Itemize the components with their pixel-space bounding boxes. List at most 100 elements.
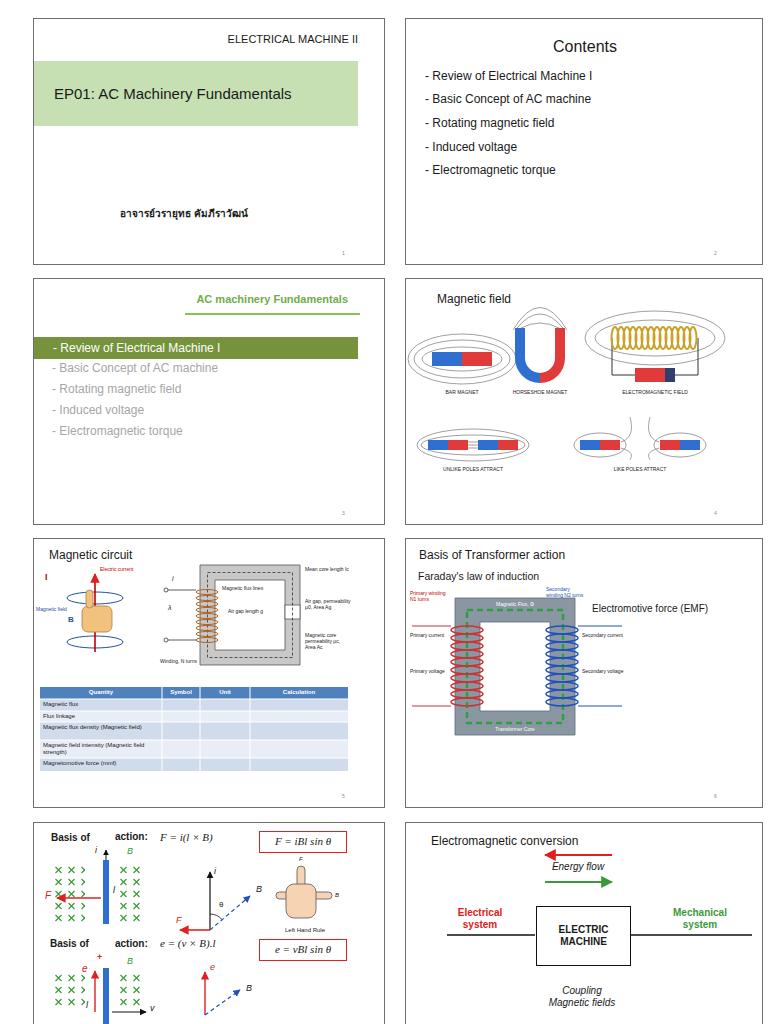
- contents-item: - Induced voltage: [52, 403, 144, 417]
- transformer-figure: [546, 634, 578, 642]
- induced-emf-figure: [94, 971, 95, 1012]
- unlike-poles-figure: [417, 429, 529, 461]
- figure-label: B: [127, 956, 133, 967]
- force-on-conductor-figure: [180, 929, 210, 931]
- left-hand-rule-figure: [286, 884, 316, 918]
- figure-label: B: [256, 884, 262, 895]
- table-cell: Flux linkage: [43, 713, 75, 720]
- transformer-figure: [546, 658, 578, 666]
- figure-label: Air gap length g: [228, 608, 278, 614]
- horseshoe-magnet-figure: [520, 328, 540, 378]
- figure-caption: ELECTROMAGNETIC FIELD: [622, 389, 688, 395]
- quantity-table: [40, 699, 348, 711]
- figure-label: l: [113, 885, 115, 896]
- slide-heading: action:: [115, 938, 148, 950]
- like-poles-figure: [580, 440, 600, 450]
- magnetic-core-figure: [196, 638, 218, 643]
- figure-label: i: [214, 866, 216, 877]
- system-label: Electrical system: [445, 907, 515, 931]
- magnetic-core-figure: [168, 590, 196, 640]
- induced-emf-figure: [55, 972, 85, 1008]
- formula: F = i(l × B): [160, 831, 213, 844]
- horseshoe-magnet-figure: [521, 323, 559, 328]
- flow-label: Energy flow: [552, 861, 604, 873]
- transformer-figure: [451, 642, 483, 650]
- figure-label: Secondary winding N2 turns: [546, 586, 588, 598]
- induced-emf-figure: [55, 968, 240, 1024]
- bar-magnet-figure: [462, 352, 492, 366]
- magnetic-core-figure: [200, 565, 300, 665]
- table-header: Symbol: [170, 689, 192, 696]
- unlike-poles-figure: [478, 440, 498, 450]
- transformer-figure: [451, 666, 483, 674]
- solenoid-figure: [665, 368, 675, 382]
- callout-text: Electromotive force (EMF): [592, 603, 708, 615]
- quantity-table: [40, 687, 348, 771]
- contents-item: - Electromagnetic torque: [52, 424, 183, 438]
- figure-caption: HORSESHOE MAGNET: [513, 389, 568, 395]
- like-poles-figure: [680, 440, 700, 450]
- slide-frame: AC machinery Fundamentals 3 - Review of El…: [33, 278, 385, 525]
- formula-box: e = vBl sin θ: [259, 939, 347, 961]
- transformer-figure: [412, 626, 451, 706]
- quantity-table: [40, 758, 348, 771]
- right-hand-grip-figure: [82, 606, 112, 632]
- horseshoe-magnet-figure: [540, 328, 560, 378]
- figure-label: B: [246, 983, 252, 994]
- induced-emf-figure: [204, 972, 205, 1015]
- slide-frame: Basis ofF = iBl sin θe = vBl sin θ: [33, 822, 385, 1024]
- figure-label: Winding, N turns: [160, 658, 197, 664]
- machine-box: ELECTRIC MACHINE: [536, 906, 631, 966]
- figure-label: λ: [168, 604, 171, 612]
- heading-rule: [185, 313, 360, 315]
- transformer-figure: [546, 642, 578, 650]
- figure-label: B: [68, 615, 74, 625]
- figure-caption: BAR MAGNET: [445, 389, 478, 395]
- formula: e = (v × B).l: [160, 937, 215, 950]
- magnetic-core-figure: [196, 620, 218, 625]
- figure-label: +: [97, 952, 102, 963]
- transformer-figure: [451, 682, 483, 690]
- page-number: 3: [342, 510, 345, 516]
- figure-label: Electric current: [100, 566, 133, 572]
- magnetic-core-figure: [196, 632, 218, 637]
- figure-label: v: [150, 1003, 155, 1014]
- bar-magnet-figure: [414, 340, 510, 378]
- page-number: 4: [714, 510, 717, 516]
- right-hand-grip-figure: [86, 590, 93, 608]
- unlike-poles-figure: [421, 435, 525, 455]
- bar-magnet-figure: [408, 334, 516, 384]
- force-on-conductor-figure: [57, 897, 101, 899]
- table-header: Unit: [219, 689, 231, 696]
- force-on-conductor-figure: [210, 896, 250, 930]
- figure-label: Primary voltage: [410, 668, 445, 674]
- transformer-figure: [546, 682, 578, 690]
- figure-label: i: [172, 575, 174, 583]
- figure-label: Magnetic Flux, Φ: [496, 601, 534, 607]
- transformer-figure: [546, 674, 578, 682]
- unlike-poles-figure: [417, 429, 529, 461]
- section-heading: AC machinery Fundamentals: [196, 293, 348, 306]
- contents-item: - Rotating magnetic field: [52, 382, 181, 396]
- transformer-figure: [451, 658, 483, 666]
- like-poles-figure: [574, 433, 626, 457]
- subheading: Faraday's law of induction: [418, 570, 539, 583]
- figure-label: Mean core length lc: [305, 566, 351, 572]
- magnetic-core-figure: [196, 614, 218, 619]
- quantity-table: [40, 687, 348, 771]
- transformer-figure: [546, 650, 578, 658]
- transformer-figure: [546, 626, 578, 634]
- machine-box-text: ELECTRIC MACHINE: [548, 924, 620, 948]
- figure-label: I: [45, 572, 48, 583]
- figure-label: Secondary current: [582, 632, 623, 638]
- solenoid-figure: [635, 368, 665, 382]
- active-topic-band: - Review of Electrical Machine I: [34, 337, 358, 359]
- active-topic-band-text: - Review of Electrical Machine I: [53, 341, 220, 355]
- horseshoe-magnet-figure: [513, 308, 567, 331]
- right-hand-grip-figure: [67, 574, 123, 652]
- transformer-figure: [546, 698, 578, 706]
- transformer-figure: [451, 674, 483, 682]
- transformer-figure: [451, 650, 483, 658]
- contents-item: - Induced voltage: [425, 140, 517, 154]
